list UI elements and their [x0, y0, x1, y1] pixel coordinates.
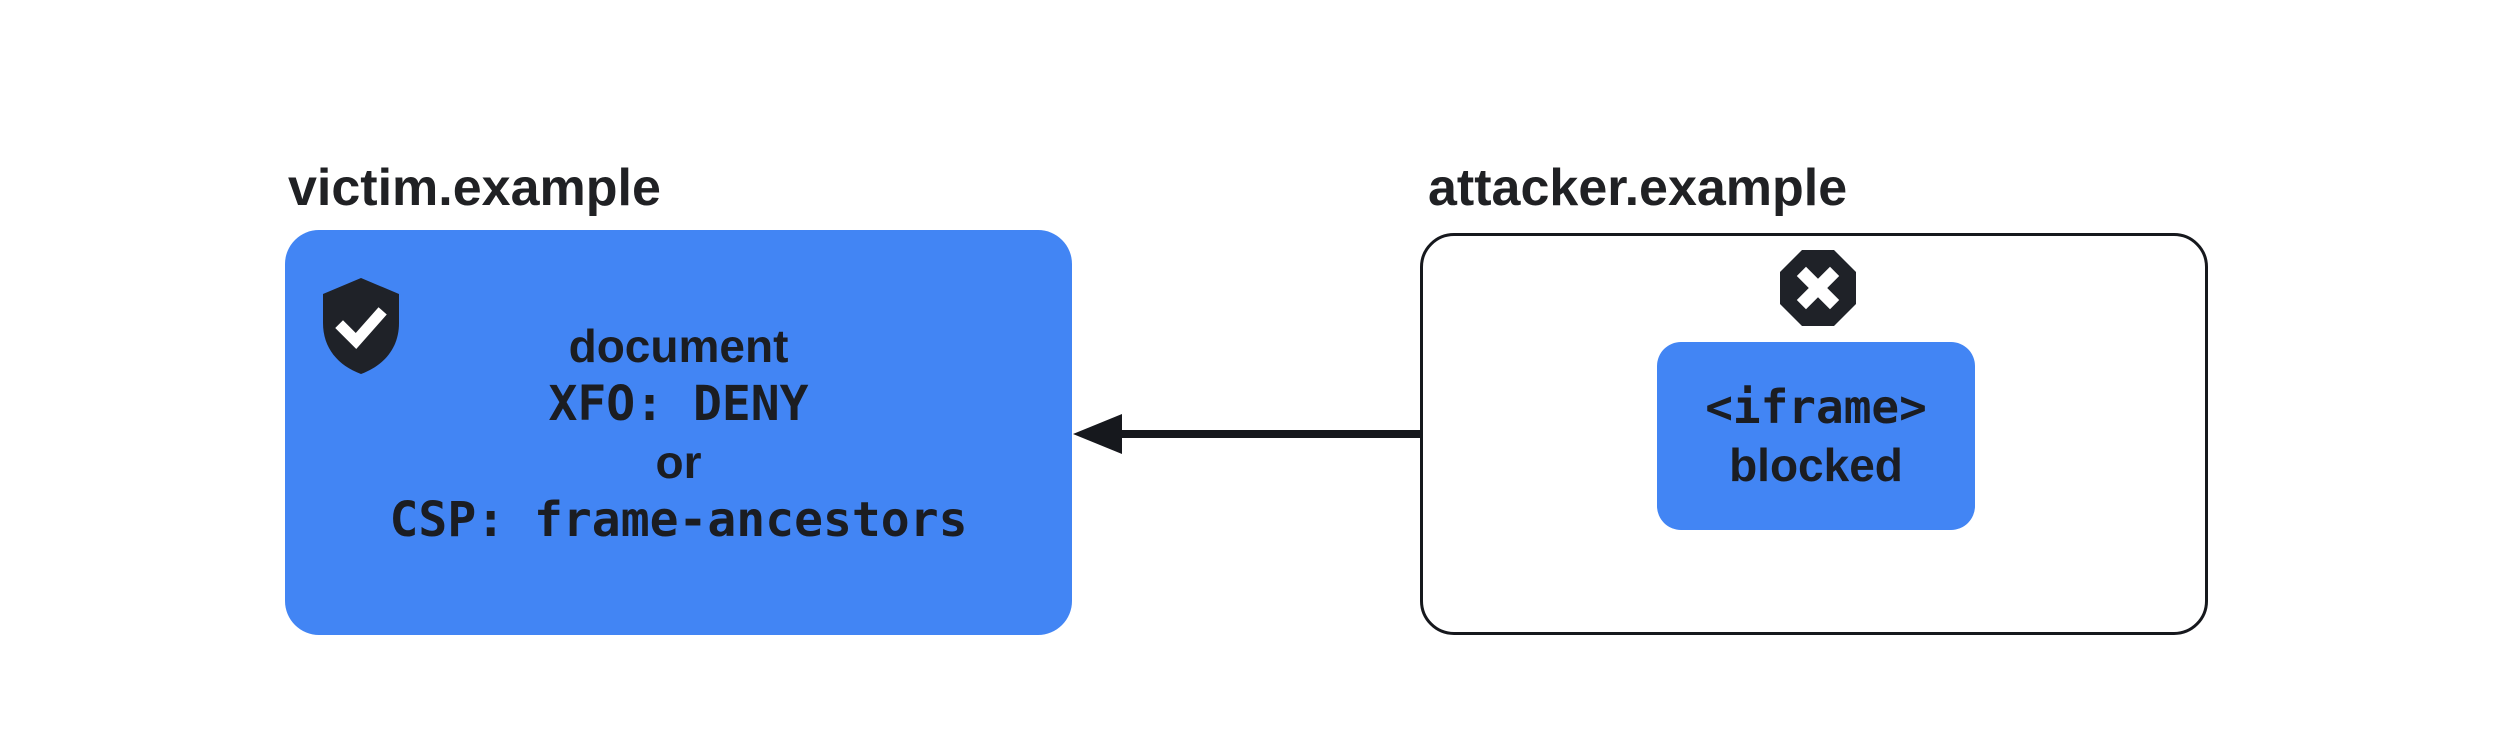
iframe-blocked-text: blocked	[1729, 439, 1903, 491]
victim-line-xfo-deny: XFO: DENY	[548, 375, 809, 432]
victim-line-document: document	[568, 319, 789, 372]
blocked-octagon-x-icon	[1780, 250, 1856, 326]
iframe-tag-text: <iframe>	[1705, 380, 1927, 434]
victim-line-or: or	[655, 435, 702, 488]
iframe-blocked-box: <iframe> blocked	[1657, 342, 1975, 530]
victim-protection-text: document XFO: DENY or CSP: frame-ancesto…	[285, 230, 1072, 635]
victim-document-box: document XFO: DENY or CSP: frame-ancesto…	[285, 230, 1072, 635]
attacker-domain-label: attacker.example	[1428, 159, 1848, 217]
attacker-page-box: <iframe> blocked	[1420, 233, 2208, 635]
victim-domain-label: victim.example	[288, 159, 661, 217]
victim-line-csp-frame-ancestors: CSP: frame-ancestors	[389, 491, 968, 548]
shield-check-icon	[323, 278, 399, 374]
